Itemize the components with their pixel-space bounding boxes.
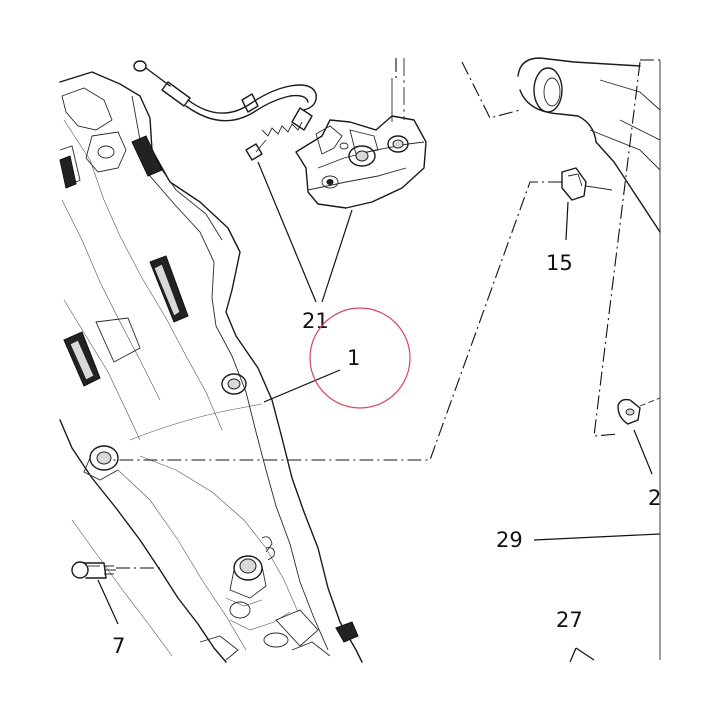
callout-2: 2 <box>648 486 661 510</box>
callout-1: 1 <box>347 346 360 370</box>
callout-21: 21 <box>302 309 329 333</box>
panel-part-1 <box>59 71 363 663</box>
clip-part-15 <box>561 167 613 201</box>
mounting-boss-middle <box>83 445 119 481</box>
mounting-boss-lower <box>229 555 267 599</box>
callout-15: 15 <box>546 251 573 275</box>
callout-7: 7 <box>112 634 125 658</box>
callout-27: 27 <box>556 608 583 632</box>
bracket-top-right <box>517 57 661 233</box>
clip-part-2 <box>617 397 661 425</box>
highlight-circle-part-1 <box>309 307 411 409</box>
dashed-guide-lines <box>110 58 660 569</box>
screw-part-7 <box>71 561 116 579</box>
leader-lines <box>97 161 661 663</box>
callout-29: 29 <box>496 528 523 552</box>
mounting-boss-upper <box>221 373 247 395</box>
latch-assembly-part-21 <box>133 58 427 209</box>
